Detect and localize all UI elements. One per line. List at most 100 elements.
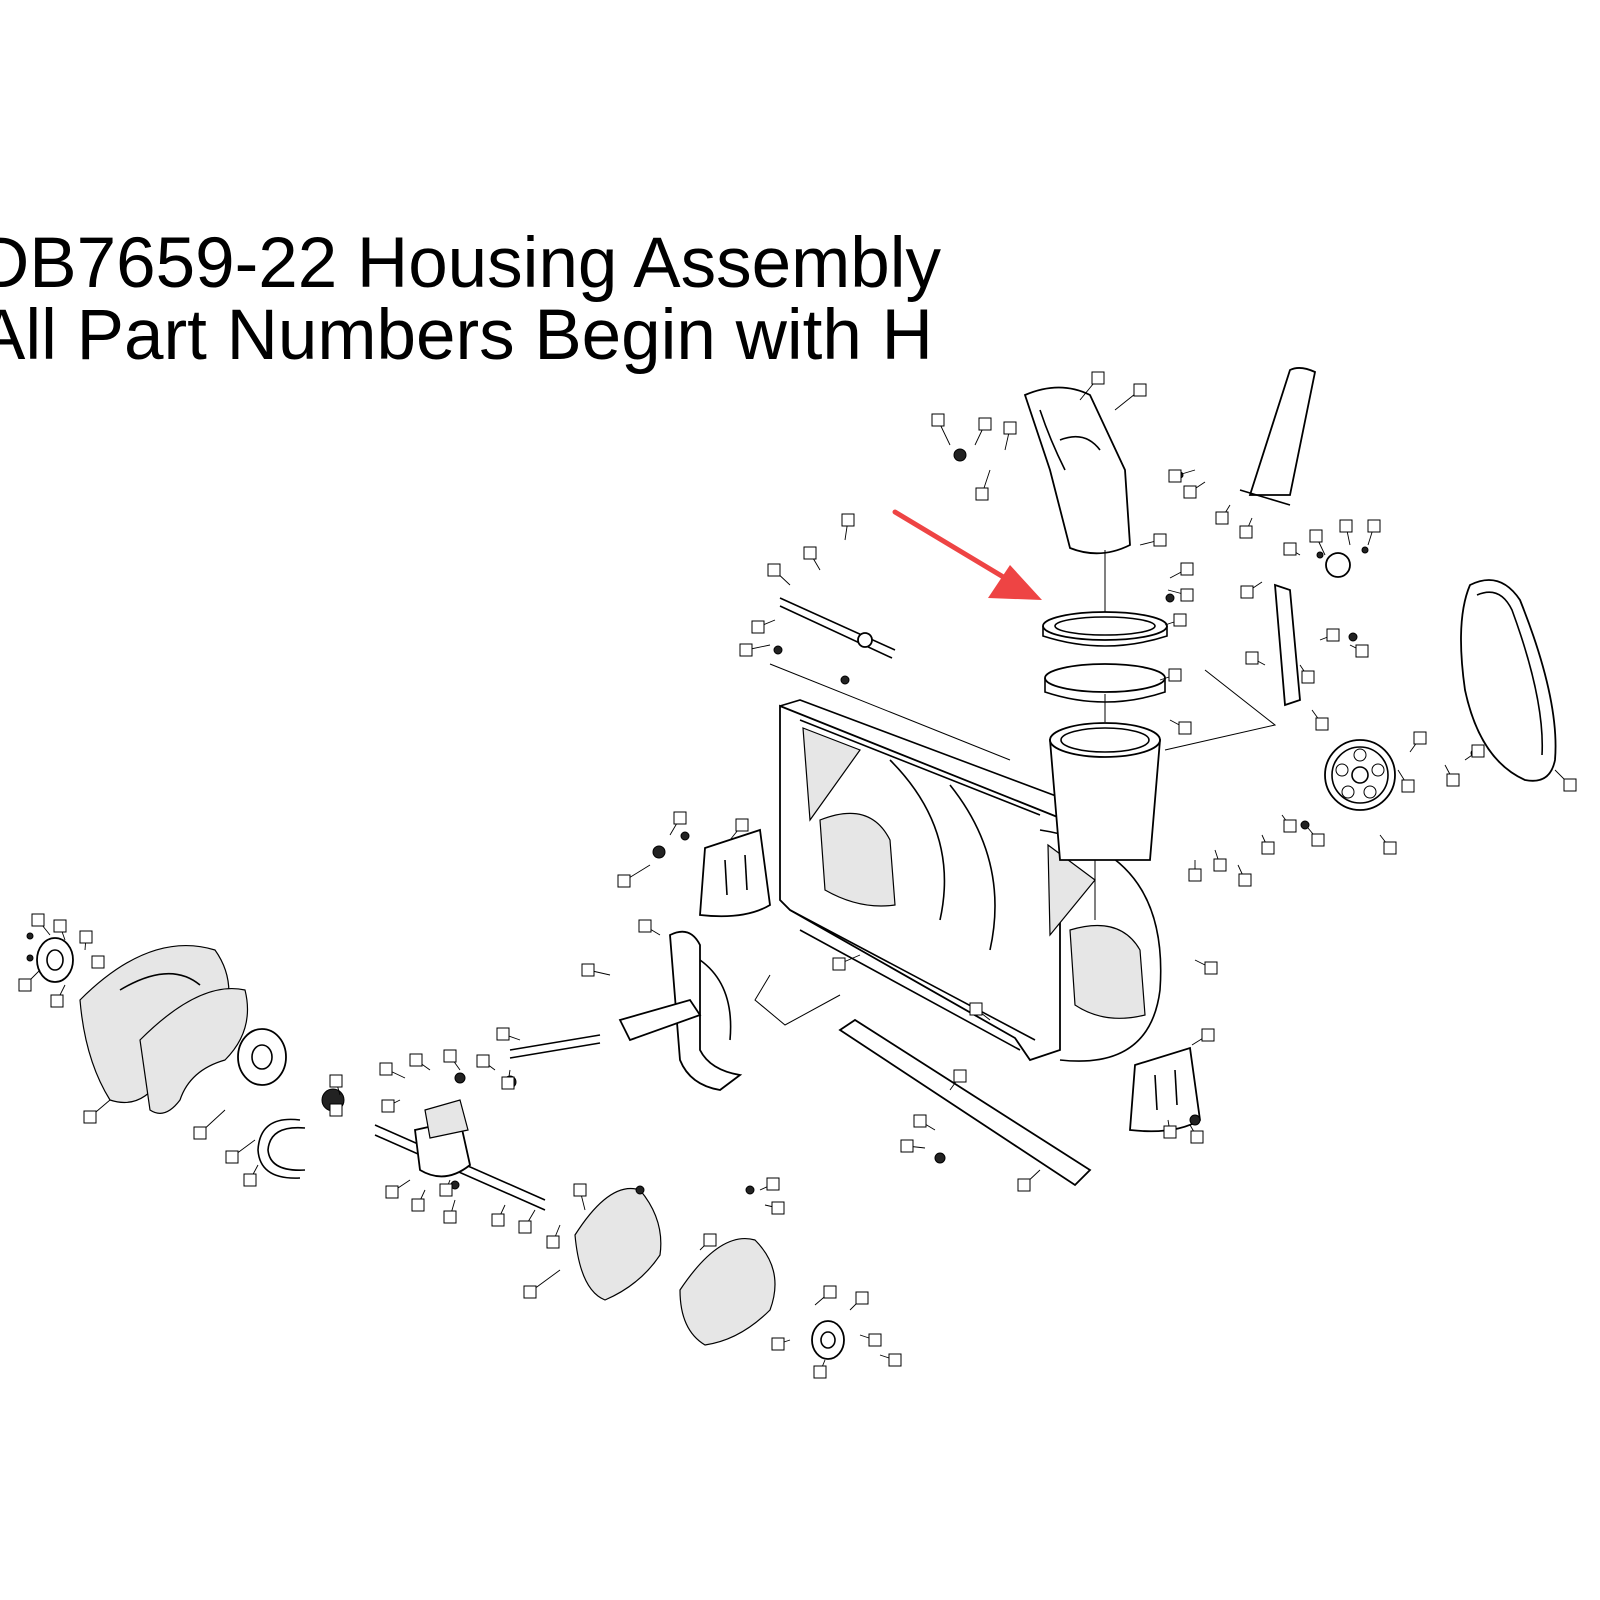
part-callout-box [1444, 764, 1460, 787]
auger-right-outer [574, 1188, 662, 1301]
part-callout-box [1003, 421, 1017, 451]
scraper-bar [838, 1018, 1092, 1187]
part-callout-box [913, 1114, 936, 1131]
part-callout-box [764, 1201, 785, 1215]
part-callout-box [975, 469, 991, 501]
part-callout-box [1349, 644, 1369, 658]
part-callout-box [859, 1333, 882, 1347]
skid-shoe-left [699, 828, 771, 918]
idler-arm [1273, 552, 1351, 707]
hardware [26, 448, 1478, 1195]
part-callout-box [813, 1359, 827, 1379]
part-callout-box [729, 818, 749, 841]
part-callout-box [1139, 533, 1167, 547]
part-callouts [18, 371, 1577, 1379]
part-callout-box [385, 1179, 411, 1199]
bearing-housing-left [36, 937, 74, 983]
part-callout-box [1319, 628, 1340, 642]
part-callout-box [699, 1233, 717, 1251]
part-callout-box [1169, 719, 1192, 735]
part-callout-box [1168, 469, 1196, 483]
part-callout-box [1367, 519, 1381, 546]
part-callout-box [751, 619, 776, 634]
part-callout-box [849, 1291, 869, 1311]
discharge-chute [1023, 386, 1131, 555]
auger-right-inner [679, 1238, 776, 1346]
part-callout-box [1215, 504, 1231, 525]
part-callout-box [443, 1049, 461, 1071]
part-callout-box [573, 1183, 587, 1211]
part-callout-box [739, 643, 771, 657]
part-callout-box [1261, 834, 1275, 855]
part-callout-box [814, 1285, 837, 1306]
part-callout-box [931, 413, 951, 446]
part-callout-box [411, 1189, 426, 1212]
part-callout-box [476, 1054, 496, 1071]
part-callout-box [879, 1353, 902, 1367]
chute-rings [1042, 611, 1168, 703]
drive-pulley [1324, 739, 1396, 811]
part-callout-box [767, 563, 791, 586]
part-callout-box [1114, 383, 1147, 411]
part-callout-box [617, 864, 651, 888]
auger-housing [779, 699, 1162, 1062]
part-callout-box [1163, 1119, 1177, 1139]
part-callout-box [1183, 481, 1206, 499]
part-callout-box [1299, 664, 1315, 684]
part-callout-box [1191, 1028, 1215, 1046]
u-bracket [257, 1118, 306, 1179]
part-callout-box [969, 1002, 991, 1021]
highlight-arrow [892, 509, 1042, 600]
part-callout-box [501, 1069, 515, 1090]
part-callout-box [1464, 744, 1485, 761]
part-callout-box [381, 1099, 401, 1113]
part-callout-box [949, 1069, 967, 1091]
part-callout-box [1169, 562, 1194, 579]
part-callout-box [1245, 651, 1266, 666]
part-callout-box [91, 955, 105, 969]
title-line-1: DB7659-22 Housing Assembly [0, 228, 941, 303]
part-callout-box [1409, 731, 1427, 753]
part-callout-box [1017, 1169, 1041, 1192]
part-callout-box [379, 1062, 406, 1079]
part-callout-box [974, 417, 992, 446]
part-callout-box [1159, 668, 1182, 682]
part-callout-box [1311, 709, 1329, 731]
part-callout-box [523, 1269, 561, 1299]
leader-lines [754, 550, 1277, 1026]
part-callout-box [1283, 542, 1301, 556]
part-callout-box [759, 1177, 780, 1191]
part-callout-box [329, 1074, 343, 1096]
part-callout-box [1164, 613, 1187, 627]
part-callout-box [581, 963, 611, 977]
part-callout-box [1189, 1124, 1204, 1144]
part-callout-box [1237, 864, 1252, 887]
chute-base [1049, 722, 1161, 861]
part-callout-box [443, 1199, 457, 1224]
part-callout-box [1213, 849, 1227, 872]
bearing-housing-center [237, 1028, 287, 1086]
gearbox [414, 1099, 472, 1178]
upper-shaft [779, 597, 896, 659]
auger-left-inner [139, 988, 249, 1114]
part-callout-box [1309, 529, 1326, 556]
part-callout-box [1239, 517, 1253, 539]
part-callout-box [225, 1139, 256, 1164]
part-callout-box [1397, 769, 1415, 793]
part-callout-box [638, 919, 661, 936]
part-callout-box [79, 930, 93, 951]
part-callout-box [803, 546, 821, 571]
title-line-2: All Part Numbers Begin with H [0, 296, 933, 375]
part-callout-box [496, 1027, 521, 1041]
part-callout-box [409, 1053, 431, 1071]
skid-shoe-right [1129, 1046, 1201, 1133]
part-callout-box [832, 954, 861, 971]
part-callout-box [1307, 827, 1325, 847]
part-callout-box [1079, 371, 1105, 401]
part-callout-box [1240, 581, 1263, 599]
part-callout-box [1188, 860, 1202, 882]
part-callout-box [53, 919, 67, 941]
part-callout-box [1167, 588, 1194, 602]
drive-belt [1460, 579, 1557, 782]
